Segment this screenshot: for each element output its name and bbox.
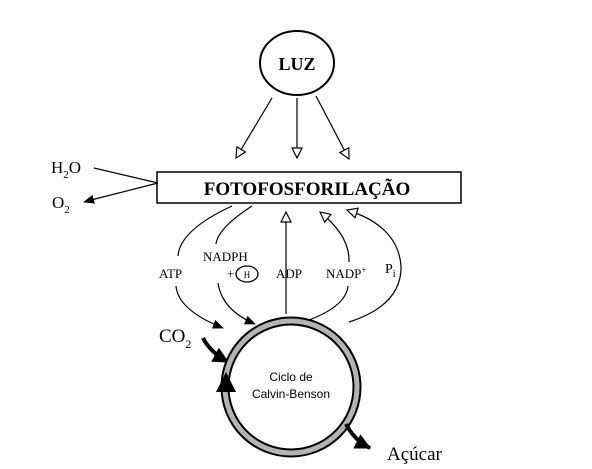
co2-input: CO2 xyxy=(159,326,229,364)
sugar-arrow xyxy=(344,423,372,450)
nadp-label: NADP+ xyxy=(326,265,366,281)
light-ray-left xyxy=(236,97,273,158)
h-ion-label: H xyxy=(244,270,251,280)
nadp-arrow xyxy=(309,212,350,321)
carrier-arrows-down xyxy=(175,205,255,328)
carrier-labels: ATP NADPH + H ADP NADP+ Pi xyxy=(159,249,396,283)
calvin-cycle: Ciclo de Calvin-Benson xyxy=(216,316,362,458)
process-box-label: FOTOFOSFORILAÇÃO xyxy=(204,178,411,200)
sugar-label: Açúcar xyxy=(387,444,443,465)
process-box: FOTOFOSFORILAÇÃO xyxy=(156,171,462,204)
atp-arrow xyxy=(175,205,232,328)
cycle-direction-arrow xyxy=(216,372,236,392)
cycle-label-line2: Calvin-Benson xyxy=(252,387,330,401)
cycle-label-line1: Ciclo de xyxy=(269,370,313,384)
oxygen-label: O2 xyxy=(52,193,70,216)
nadph-label: NADPH xyxy=(203,249,248,264)
co2-label: CO2 xyxy=(159,326,191,351)
water-label: H2O xyxy=(51,158,81,181)
light-source: LUZ xyxy=(259,30,335,96)
h-ion-circle xyxy=(235,265,259,283)
oxygen-arrow xyxy=(83,194,95,204)
nadph-arrow xyxy=(215,205,255,324)
sugar-output: Açúcar xyxy=(344,423,443,465)
light-ellipse xyxy=(259,30,335,96)
light-rays xyxy=(236,95,349,159)
light-ray-right xyxy=(315,95,349,159)
light-label: LUZ xyxy=(278,54,315,74)
co2-arrow xyxy=(201,337,229,364)
adp-label: ADP xyxy=(276,266,302,281)
atp-label: ATP xyxy=(159,266,182,281)
pi-arrow xyxy=(347,210,402,323)
water-oxygen: H2O O2 xyxy=(51,158,159,216)
plus-label: + xyxy=(227,266,234,281)
pi-label: Pi xyxy=(385,262,396,280)
carrier-arrows-up xyxy=(286,210,402,323)
process-box-frame xyxy=(156,171,462,204)
water-in-line xyxy=(90,167,159,201)
